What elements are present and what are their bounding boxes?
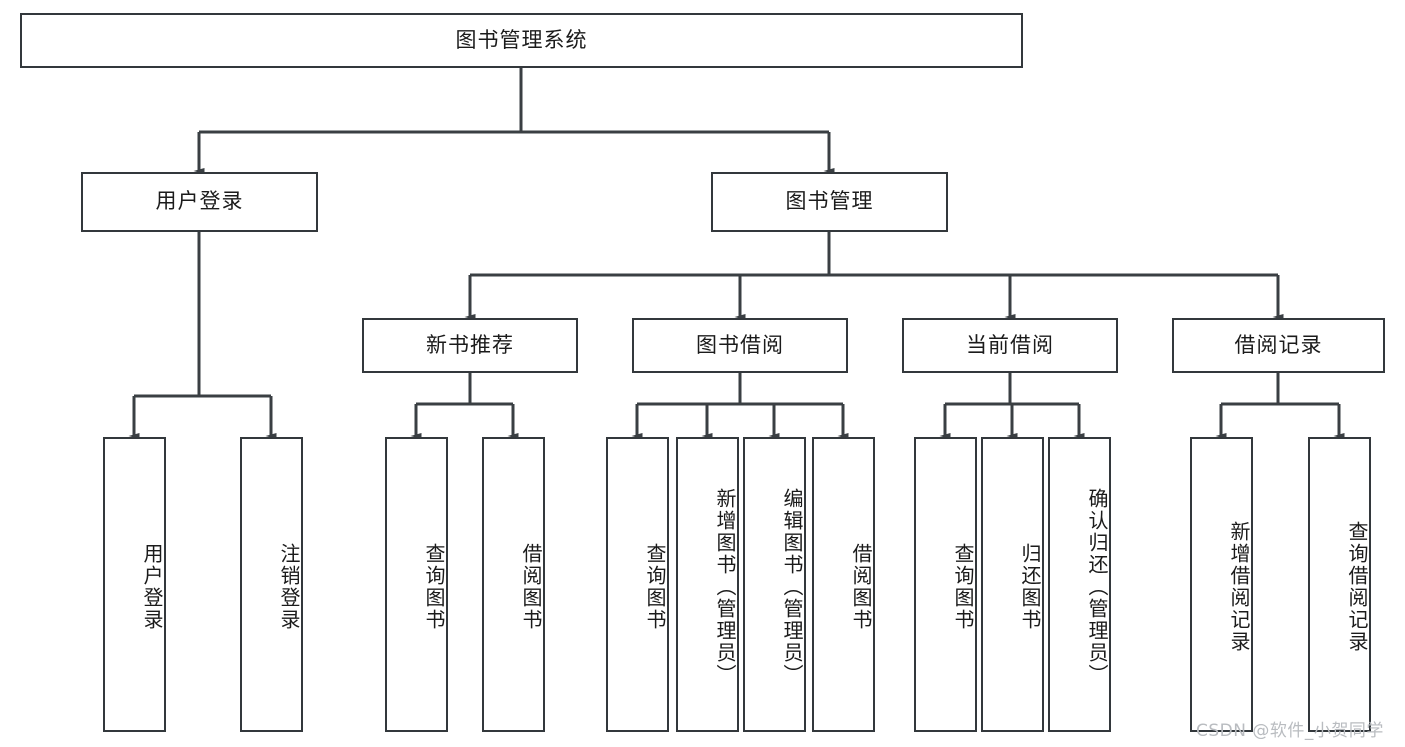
node-leaf-user-login[interactable]: 用户登录 [103,437,166,732]
node-book-borrow-label: 图书借阅 [696,332,784,357]
node-leaf-query-book-2-label: 查询图书 [643,542,667,631]
node-leaf-return-book[interactable]: 归还图书 [981,437,1044,732]
node-leaf-edit-book-label: 编辑图书（管理员） [780,487,804,686]
node-leaf-query-borrow-record[interactable]: 查询借阅记录 [1308,437,1371,732]
node-user-login-label: 用户登录 [155,189,244,214]
node-borrow-record[interactable]: 借阅记录 [1172,318,1385,373]
node-leaf-borrow-book-2[interactable]: 借阅图书 [812,437,875,732]
node-root[interactable]: 图书管理系统 [20,13,1023,68]
node-borrow-record-label: 借阅记录 [1234,332,1323,357]
node-leaf-query-book-1[interactable]: 查询图书 [385,437,448,732]
node-leaf-query-book-3[interactable]: 查询图书 [914,437,977,732]
node-leaf-confirm-return-label: 确认归还（管理员） [1085,487,1109,686]
node-book-borrow[interactable]: 图书借阅 [632,318,848,373]
node-leaf-user-login-label: 用户登录 [140,542,164,631]
node-leaf-confirm-return[interactable]: 确认归还（管理员） [1048,437,1111,732]
node-new-book-recommend-label: 新书推荐 [426,332,514,357]
node-leaf-edit-book[interactable]: 编辑图书（管理员） [743,437,806,732]
node-current-borrow[interactable]: 当前借阅 [902,318,1118,373]
node-leaf-query-book-2[interactable]: 查询图书 [606,437,669,732]
node-new-book-recommend[interactable]: 新书推荐 [362,318,578,373]
node-leaf-add-borrow-record-label: 新增借阅记录 [1227,520,1251,653]
node-leaf-query-book-3-label: 查询图书 [951,542,975,631]
node-leaf-add-book[interactable]: 新增图书（管理员） [676,437,739,732]
node-book-manage-label: 图书管理 [785,189,874,214]
node-leaf-borrow-book-1[interactable]: 借阅图书 [482,437,545,732]
node-leaf-query-book-1-label: 查询图书 [422,542,446,631]
node-user-login[interactable]: 用户登录 [81,172,318,232]
connector-lines [128,68,1345,439]
node-leaf-borrow-book-1-label: 借阅图书 [519,542,543,631]
node-leaf-logout[interactable]: 注销登录 [240,437,303,732]
node-leaf-add-borrow-record[interactable]: 新增借阅记录 [1190,437,1253,732]
node-leaf-borrow-book-2-label: 借阅图书 [849,542,873,631]
node-leaf-return-book-label: 归还图书 [1018,542,1042,631]
node-book-manage[interactable]: 图书管理 [711,172,948,232]
node-leaf-query-borrow-record-label: 查询借阅记录 [1345,520,1369,653]
node-leaf-add-book-label: 新增图书（管理员） [713,487,737,686]
node-leaf-logout-label: 注销登录 [277,542,301,631]
node-root-label: 图书管理系统 [455,27,588,52]
node-current-borrow-label: 当前借阅 [966,332,1054,357]
